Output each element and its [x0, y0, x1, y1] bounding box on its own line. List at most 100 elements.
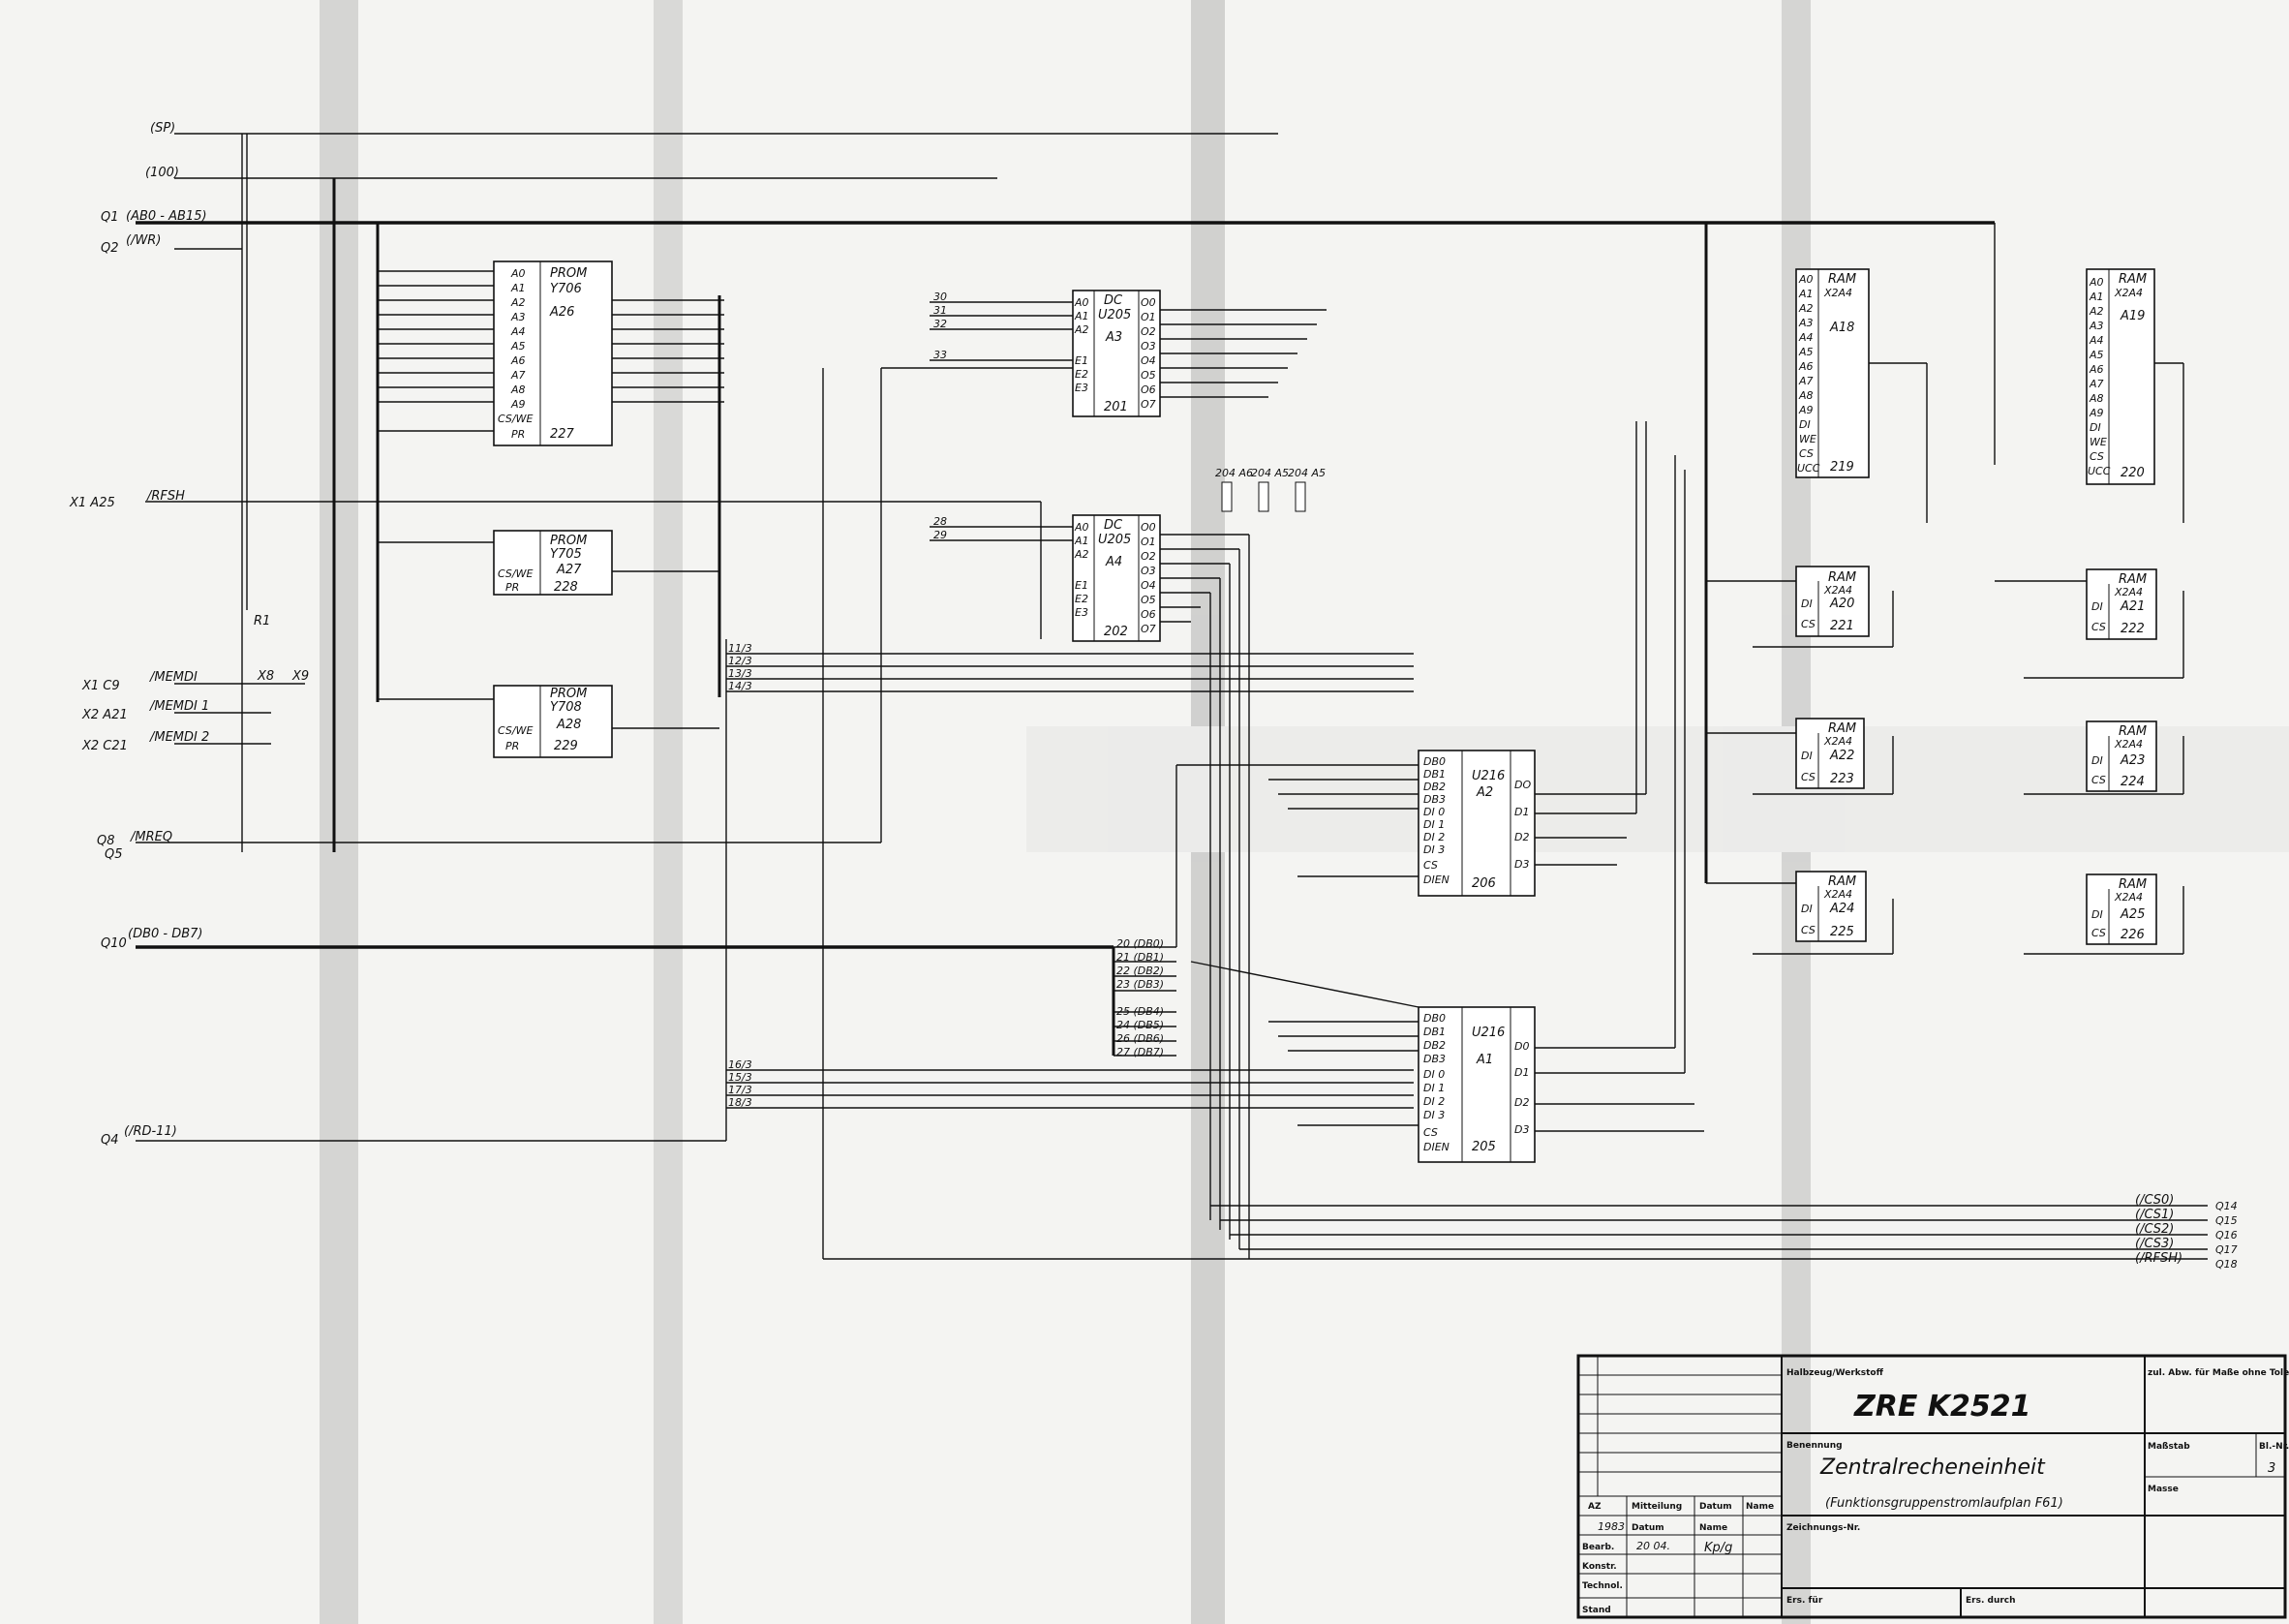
- driver-a2-pin: DB0: [1423, 755, 1446, 768]
- ram-a18-part: X2A4: [1823, 287, 1852, 299]
- connector-pin-label: 18/3: [728, 1096, 752, 1109]
- prom-a28-pin: PR: [505, 740, 519, 752]
- status-label: Stand: [1582, 1606, 1611, 1615]
- ram-a18-pin: A9: [1798, 404, 1814, 416]
- bus-q5: Q5: [105, 847, 123, 862]
- ram-a20-ref: A20: [1829, 597, 1854, 611]
- prom-a26-pin: CS/WE: [498, 413, 533, 425]
- bus-q2: Q2: [101, 241, 119, 256]
- driver-a1-ref: A1: [1476, 1053, 1493, 1067]
- decoder-a3-pin: O2: [1141, 325, 1156, 338]
- output-pin: Q14: [2215, 1200, 2238, 1212]
- dc-input-label: 31: [933, 304, 947, 317]
- ram-a18-pin: A1: [1798, 288, 1814, 300]
- bus-mreq: /MREQ: [130, 830, 172, 844]
- ram-a18-pin: UCC: [1797, 462, 1820, 475]
- decoder-a4-pin: O5: [1141, 594, 1156, 606]
- decoder-a3-pin: O4: [1141, 354, 1156, 367]
- prom-a26-type: PROM: [550, 266, 587, 281]
- driver-a1-pin: DB1: [1423, 1026, 1446, 1038]
- decoder-a4-part: U205: [1098, 533, 1131, 547]
- bus-data: (DB0 - DB7): [128, 927, 203, 941]
- decoder-a3-pin: O1: [1141, 311, 1156, 323]
- driver-a2-pin: DIEN: [1423, 873, 1450, 886]
- resistor-r1: R1: [254, 614, 270, 628]
- ram-a19-pin: CS: [2090, 450, 2104, 463]
- output-pin: Q15: [2215, 1214, 2238, 1227]
- driver-a1: U216 A1 205 DB0 DB1 DB2 DB3 DI 0 DI 1 DI…: [1418, 1006, 1536, 1163]
- dc-input-label: 28: [933, 515, 947, 528]
- prom-a28-ref: A28: [556, 718, 581, 732]
- row-label: Konstr.: [1582, 1562, 1617, 1572]
- output-signal: (/RFSH): [2135, 1251, 2182, 1266]
- data-pin-label: 20 (DB0): [1116, 937, 1164, 950]
- driver-a1-part: U216: [1472, 1026, 1505, 1040]
- prom-a26: PROM Y706 A26 227 A0 A1 A2 A3 A4 A5 A6 A…: [493, 260, 613, 446]
- output-signal: (/CS0): [2135, 1193, 2174, 1208]
- connector-pin-label: 14/3: [728, 680, 752, 692]
- row-label: Bearb.: [1582, 1543, 1614, 1552]
- data-pin-label: 23 (DB3): [1116, 978, 1164, 991]
- prom-a26-pin: PR: [511, 428, 525, 441]
- data-pin-label: 22 (DB2): [1116, 965, 1164, 977]
- ram-a19-pin: A7: [2089, 378, 2104, 390]
- decoder-a4-pin: O4: [1141, 579, 1156, 592]
- decoder-a4-ref: A4: [1105, 555, 1122, 569]
- ram-a23-pin: DI: [2091, 754, 2103, 767]
- decoder-a4-num: 202: [1104, 625, 1128, 639]
- jumper-x9: X9: [291, 669, 309, 684]
- ram-a20-part: X2A4: [1823, 584, 1852, 597]
- ram-a21-pin: CS: [2091, 621, 2106, 633]
- memo-name-1: /MEMDI 1: [149, 699, 209, 714]
- ram-a18-pin: A0: [1798, 273, 1814, 286]
- driver-a1-pin: D2: [1514, 1096, 1529, 1109]
- rfsh-source: X1 A25: [69, 496, 115, 510]
- dc-input-label: 33: [933, 349, 947, 361]
- date-column-label: Datum: [1632, 1523, 1664, 1533]
- bus-100: (100): [145, 166, 179, 180]
- prom-a26-pin: A2: [510, 296, 526, 309]
- driver-a2-pin: D3: [1514, 858, 1529, 871]
- resistor-label: 204 A5: [1251, 467, 1289, 479]
- driver-a2-pin: CS: [1423, 859, 1438, 872]
- prom-a26-pin: A4: [510, 325, 526, 338]
- driver-a1-pin: D0: [1514, 1040, 1529, 1053]
- drawing-subtitle: Zentralrecheneinheit: [1819, 1455, 2046, 1480]
- driver-a2-pin: DB1: [1423, 768, 1446, 781]
- ram-a20-num: 221: [1830, 619, 1854, 633]
- tolerance-label: zul. Abw. für Maße ohne Toleranzang.: [2148, 1368, 2289, 1378]
- ram-a18-pin: A6: [1798, 360, 1814, 373]
- prom-a27: PROM Y705 A27 228 CS/WE PR: [493, 530, 613, 596]
- ram-a19: RAM X2A4 A19 220 A0 A1 A2 A3 A4 A5 A6 A7…: [2086, 268, 2155, 485]
- data-pin-label: 26 (DB6): [1116, 1032, 1164, 1045]
- ram-a24-part: X2A4: [1823, 888, 1852, 901]
- drawing-title: ZRE K2521: [1853, 1390, 2031, 1424]
- prom-a28-type: PROM: [550, 687, 587, 701]
- decoder-a4-pin: O1: [1141, 536, 1156, 548]
- ram-a25-num: 226: [2121, 928, 2145, 942]
- decoder-a4-pin: E1: [1075, 579, 1088, 592]
- ram-a20-pin: DI: [1801, 598, 1813, 610]
- decoder-a3-pin: E2: [1075, 368, 1088, 381]
- ram-a21-part: X2A4: [2114, 586, 2143, 598]
- prom-a26-pin: A9: [510, 398, 526, 411]
- decoder-a4-pin: A0: [1074, 521, 1089, 534]
- connector-pin-label: 15/3: [728, 1071, 752, 1084]
- ram-a24-num: 225: [1830, 925, 1854, 939]
- output-signal: (/CS1): [2135, 1208, 2174, 1222]
- data-pin-label: 24 (DB5): [1116, 1019, 1164, 1031]
- connector-pin-label: 12/3: [728, 655, 752, 667]
- driver-a1-pin: DB3: [1423, 1053, 1446, 1065]
- driver-a2-pin: DI 2: [1423, 831, 1445, 843]
- connector-pin-label: 13/3: [728, 667, 752, 680]
- ram-a19-pin: UCC: [2088, 465, 2111, 477]
- ram-a23-num: 224: [2121, 775, 2145, 789]
- designation-label: Benennung: [1786, 1441, 1843, 1451]
- ram-a18-pin: WE: [1799, 433, 1816, 445]
- prom-a26-pin: A5: [510, 340, 526, 352]
- material-label: Halbzeug/Werkstoff: [1786, 1368, 1884, 1378]
- memo-source-1: X2 A21: [81, 708, 128, 722]
- date-label: Datum: [1699, 1502, 1732, 1512]
- prom-a28-pin: CS/WE: [498, 724, 533, 737]
- driver-a1-pin: DI 3: [1423, 1109, 1445, 1121]
